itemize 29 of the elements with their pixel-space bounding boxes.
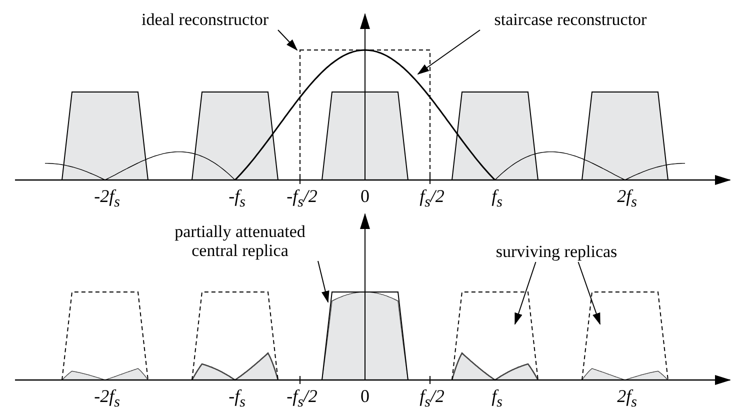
annotation-text: ideal reconstructor xyxy=(140,10,270,29)
leader-arrow xyxy=(318,260,330,303)
annotation-text: partially attenuated central replica xyxy=(174,222,306,260)
attenuated-replica xyxy=(321,292,409,380)
leader-arrow xyxy=(417,30,480,75)
tick-label: -2f$_{s}$ xyxy=(94,186,120,213)
tick-label: -f$_{s}$/2 xyxy=(286,386,318,409)
annotation-text: surviving replicas xyxy=(494,242,618,261)
surviving-replica xyxy=(581,292,669,380)
tick-label: -f$_{s}$ xyxy=(228,186,246,213)
tick-label: 0 xyxy=(360,386,370,406)
tick-label: 2f$_{s}$ xyxy=(617,186,637,213)
tick-label: f$_{s}$ xyxy=(492,386,502,409)
leader-arrow xyxy=(578,262,600,325)
surviving-replica xyxy=(61,292,149,380)
leader-arrow xyxy=(514,262,536,325)
tick-label: 0 xyxy=(360,186,370,206)
surviving-replica xyxy=(451,292,539,381)
annotation-text: staircase reconstructor xyxy=(493,10,648,29)
tick-label: 2f$_{s}$ xyxy=(617,386,637,409)
response-curve xyxy=(44,49,686,181)
tick-label: -f$_{s}$ xyxy=(228,386,246,409)
tick-label: f$_{s}$/2 xyxy=(420,386,444,409)
tick-label: f$_{s}$/2 xyxy=(420,186,444,213)
tick-label: -2f$_{s}$ xyxy=(94,386,120,409)
tick-label: -f$_{s}$/2 xyxy=(286,186,318,213)
tick-label: f$_{s}$ xyxy=(492,186,502,213)
leader-arrow xyxy=(278,30,298,51)
surviving-replica xyxy=(191,292,279,381)
